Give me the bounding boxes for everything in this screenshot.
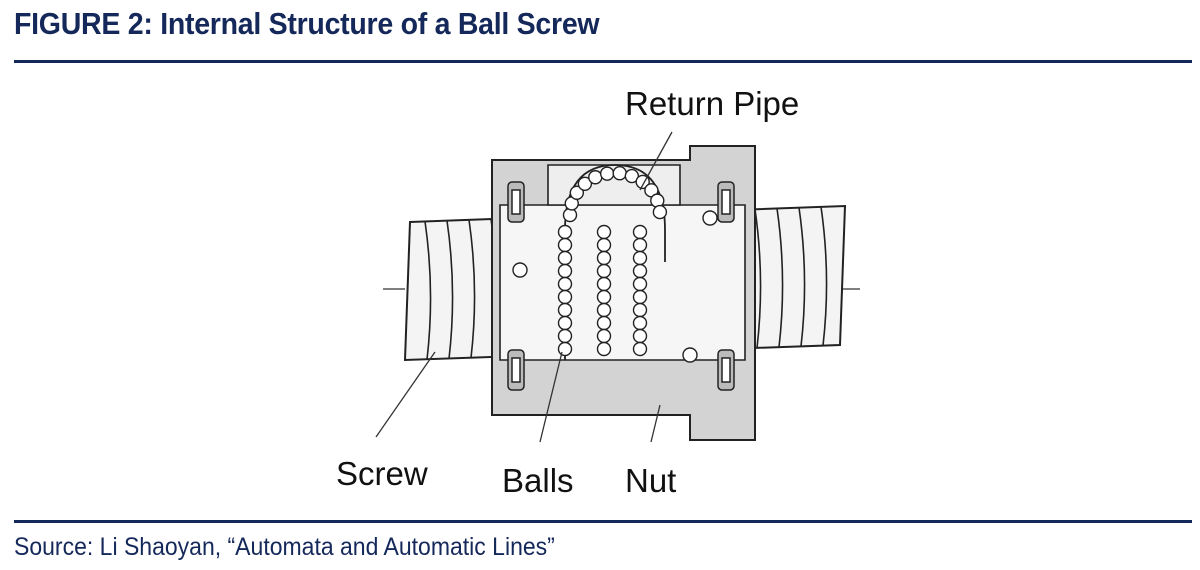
ball (612, 166, 627, 181)
thread-ridge (446, 220, 454, 359)
title-rule (14, 60, 1192, 63)
ball (557, 250, 573, 266)
ball (557, 328, 573, 344)
ball (557, 224, 573, 240)
leader-return-pipe (639, 131, 673, 191)
seal-right-bottom (717, 349, 735, 391)
ball (632, 224, 648, 240)
ball (632, 276, 648, 292)
ball (632, 341, 648, 357)
seal-right-top (717, 181, 735, 223)
ball (557, 276, 573, 292)
ball (632, 250, 648, 266)
ball (562, 207, 578, 223)
ball (596, 237, 612, 253)
ball-screw-diagram: Return Pipe Screw Balls Nut (336, 85, 862, 499)
label-nut: Nut (625, 462, 676, 499)
ball (512, 262, 528, 278)
figure-title: FIGURE 2: Internal Structure of a Ball S… (14, 6, 600, 41)
source-note: Source: Li Shaoyan, “Automata and Automa… (14, 533, 555, 561)
ball (596, 302, 612, 318)
ball (557, 302, 573, 318)
thread-ridge (424, 221, 432, 360)
ball (632, 289, 648, 305)
ball (577, 176, 593, 191)
ball (596, 289, 612, 305)
thread-ridge (468, 219, 476, 359)
seal-left-bottom (507, 349, 525, 391)
leader-lines (375, 131, 673, 443)
ball (557, 237, 573, 253)
ball (624, 168, 640, 184)
ball (596, 250, 612, 266)
thread-ridge (798, 207, 806, 347)
ball (557, 315, 573, 331)
label-balls: Balls (502, 462, 574, 499)
ball (596, 328, 612, 344)
ball (596, 263, 612, 279)
ball (569, 185, 585, 200)
label-return-pipe: Return Pipe (625, 85, 799, 122)
seal-left-top (507, 181, 525, 223)
leader-balls (539, 351, 563, 443)
ball (596, 276, 612, 292)
ball (596, 315, 612, 331)
ball (596, 224, 612, 240)
thread-ridge (776, 208, 784, 348)
leader-nut (650, 404, 661, 443)
ball (682, 347, 698, 363)
ball (557, 341, 573, 357)
ball (632, 302, 648, 318)
source-rule (14, 520, 1192, 523)
ball (632, 263, 648, 279)
ball (702, 210, 718, 226)
ball (596, 341, 612, 357)
ball (652, 204, 668, 220)
ball (588, 170, 603, 185)
ball (632, 237, 648, 253)
thread-ridge (820, 206, 828, 346)
balls (512, 166, 718, 363)
ball (632, 315, 648, 331)
ball (557, 263, 573, 279)
ball (632, 328, 648, 344)
ball (599, 166, 615, 181)
ball (557, 289, 573, 305)
leader-screw (375, 351, 436, 438)
thread-ridge (754, 209, 762, 349)
label-screw: Screw (336, 455, 428, 492)
